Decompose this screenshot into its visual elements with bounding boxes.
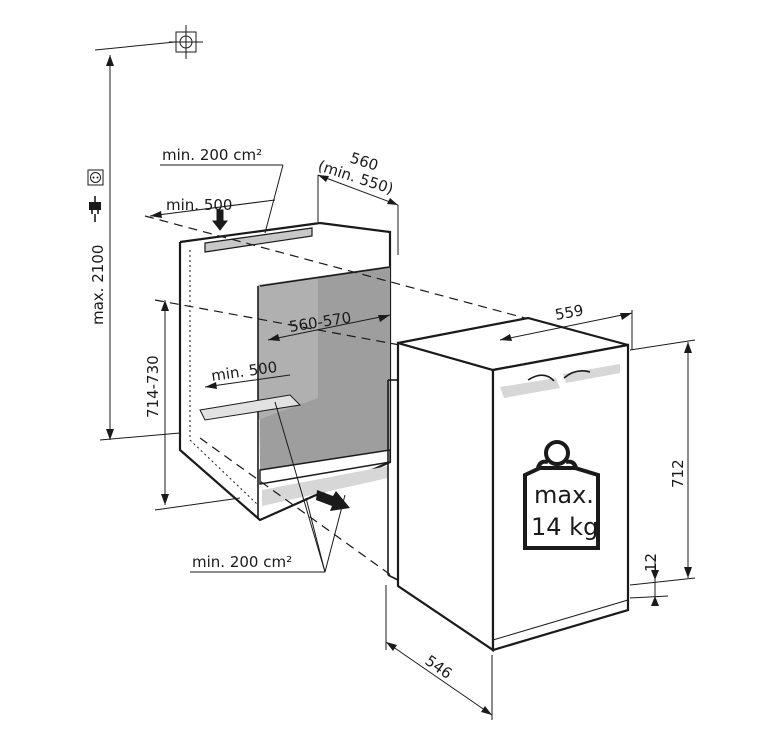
power-plug-icon [89, 196, 101, 222]
vent-bottom-depth-dimension [204, 374, 291, 389]
appliance-width-label: 559 [554, 301, 585, 324]
vent-top-depth-dimension [149, 199, 276, 218]
wall-socket-icon [87, 169, 104, 186]
niche-height-dimension [154, 300, 241, 511]
niche-height-label: 714-730 [144, 355, 162, 418]
niche-depth-dimension [317, 174, 399, 255]
bottom-airflow-arrow-icon [316, 490, 350, 511]
weight-icon [523, 440, 600, 550]
appliance-height-label: 712 [669, 459, 687, 488]
plinth-gap-label: 12 [642, 553, 660, 572]
max-height-label: max. 2100 [89, 245, 107, 325]
weight-value-label: 14 kg [531, 513, 598, 541]
vent-top-area-label: min. 200 cm² [162, 146, 262, 164]
appliance-width-dimension [499, 310, 633, 350]
airflow-arrow-icon [211, 209, 229, 231]
appliance-depth-dimension [385, 585, 493, 720]
vent-bottom-area-label: min. 200 cm² [192, 553, 292, 571]
center-mark-icon [169, 25, 203, 59]
vent-top-depth-label: min. 500 [166, 196, 232, 214]
vent-bottom-leader [190, 401, 346, 573]
appliance-height-dimension [629, 339, 696, 586]
niche-cabinet [178, 221, 392, 522]
max-height-dimension [94, 41, 181, 441]
appliance-depth-label: 546 [422, 652, 456, 683]
projection-lines [144, 215, 526, 579]
niche-width-dimension [267, 314, 391, 341]
plinth-gap-dimension [629, 555, 669, 606]
weight-max-label: max. [534, 481, 594, 509]
